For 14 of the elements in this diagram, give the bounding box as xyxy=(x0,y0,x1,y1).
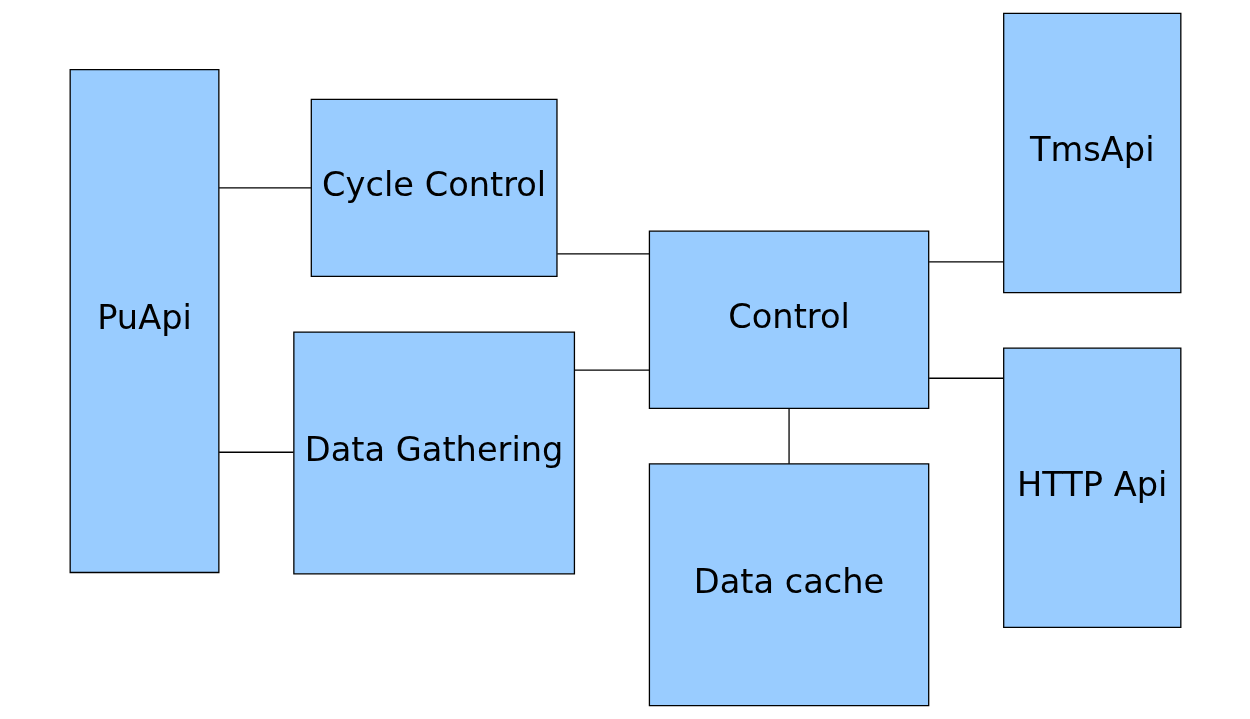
connector xyxy=(928,261,1004,263)
connector xyxy=(217,187,312,189)
node-box: TmsApi xyxy=(1002,12,1181,294)
node-box: Control xyxy=(648,230,929,409)
connector xyxy=(787,407,790,465)
connector xyxy=(217,451,294,453)
node-box: Data Gathering xyxy=(292,331,575,575)
connector xyxy=(573,369,650,371)
node-box: PuApi xyxy=(69,68,219,574)
node-box: Data cache xyxy=(648,463,929,707)
node-box: Cycle Control xyxy=(310,98,558,278)
node-box: HTTP Api xyxy=(1002,347,1181,629)
connector xyxy=(556,253,650,255)
connector xyxy=(928,377,1004,379)
